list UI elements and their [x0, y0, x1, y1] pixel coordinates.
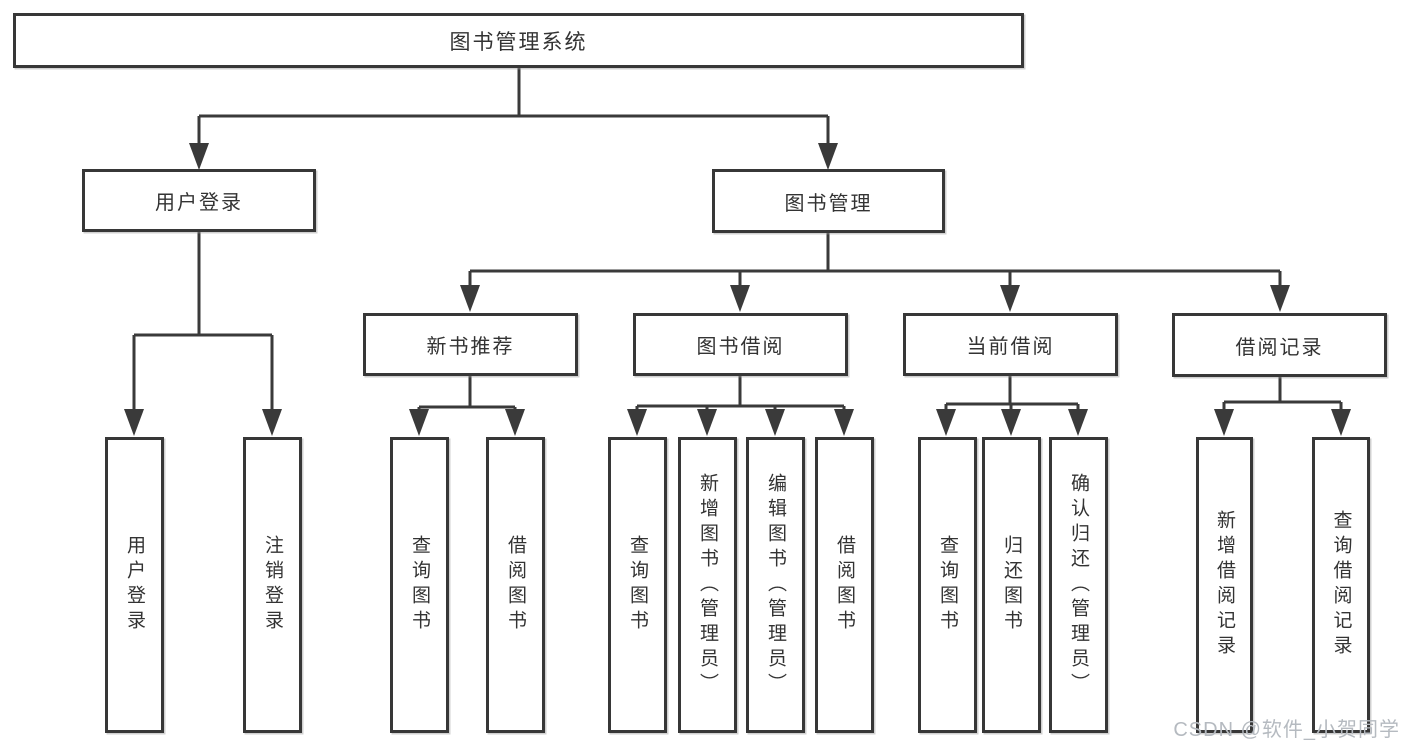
node-new-book-recommend: 新书推荐 — [363, 313, 578, 376]
arrowhead-down-icon — [765, 409, 785, 436]
node-query-books-borrow: 查询图书 — [608, 437, 667, 733]
node-query-borrow-record: 查询借阅记录 — [1312, 437, 1370, 733]
node-return-books: 归还图书 — [982, 437, 1041, 733]
arrowhead-down-icon — [1331, 409, 1351, 436]
node-label: 借阅图书 — [834, 535, 855, 635]
arrowhead-down-icon — [818, 143, 838, 170]
node-label: 图书管理 — [784, 192, 873, 215]
node-label: 新书推荐 — [426, 336, 515, 358]
watermark: CSDN @软件_小贺同学 — [1173, 719, 1400, 741]
arrowhead-down-icon — [1000, 285, 1020, 312]
node-label: 新增图书（管理员） — [697, 472, 718, 698]
node-label: 图书管理系统 — [449, 30, 588, 54]
node-query-books-current: 查询图书 — [918, 437, 977, 733]
node-label: 查询图书 — [409, 535, 430, 635]
node-confirm-return-admin: 确认归还（管理员） — [1049, 437, 1108, 733]
node-label: 用户登录 — [155, 192, 243, 214]
arrowhead-down-icon — [1001, 409, 1021, 436]
node-user-login-action: 用户登录 — [105, 437, 164, 733]
arrowhead-down-icon — [189, 143, 209, 170]
node-label: 借阅图书 — [505, 535, 526, 635]
arrowhead-down-icon — [1270, 285, 1290, 312]
node-label: 查询借阅记录 — [1330, 510, 1352, 660]
arrowhead-down-icon — [936, 409, 956, 436]
arrowhead-down-icon — [834, 409, 854, 436]
node-label: 用户登录 — [124, 535, 145, 635]
arrowhead-down-icon — [1068, 409, 1088, 436]
node-label: 编辑图书（管理员） — [765, 472, 786, 698]
node-label: 查询图书 — [937, 535, 958, 635]
node-borrow-books-recommend: 借阅图书 — [486, 437, 545, 733]
node-label: 归还图书 — [1001, 535, 1022, 635]
node-label: 注销登录 — [262, 535, 283, 635]
arrowhead-down-icon — [409, 409, 429, 436]
node-query-books-recommend: 查询图书 — [390, 437, 449, 733]
node-borrow-records: 借阅记录 — [1172, 313, 1387, 377]
node-logout-action: 注销登录 — [243, 437, 302, 733]
node-book-management: 图书管理 — [712, 169, 945, 233]
arrowhead-down-icon — [697, 409, 717, 436]
node-label: 当前借阅 — [966, 336, 1055, 358]
arrowhead-down-icon — [262, 409, 282, 436]
node-label: 图书借阅 — [696, 336, 785, 358]
node-current-borrow: 当前借阅 — [903, 313, 1118, 376]
arrowhead-down-icon — [627, 409, 647, 436]
node-label: 新增借阅记录 — [1214, 510, 1235, 660]
node-label: 借阅记录 — [1235, 336, 1324, 359]
node-label: 确认归还（管理员） — [1068, 472, 1089, 698]
node-add-borrow-record: 新增借阅记录 — [1196, 437, 1253, 733]
arrowhead-down-icon — [124, 409, 144, 436]
node-label: 查询图书 — [627, 535, 648, 635]
node-book-borrow: 图书借阅 — [633, 313, 848, 376]
node-edit-book-admin: 编辑图书（管理员） — [746, 437, 805, 733]
arrowhead-down-icon — [1214, 409, 1234, 436]
node-user-login: 用户登录 — [82, 169, 316, 232]
arrowhead-down-icon — [730, 285, 750, 312]
node-add-book-admin: 新增图书（管理员） — [678, 437, 737, 733]
node-borrow-books-action: 借阅图书 — [815, 437, 874, 733]
arrowhead-down-icon — [460, 285, 480, 312]
node-library-system: 图书管理系统 — [13, 13, 1024, 68]
arrowhead-down-icon — [505, 409, 525, 436]
